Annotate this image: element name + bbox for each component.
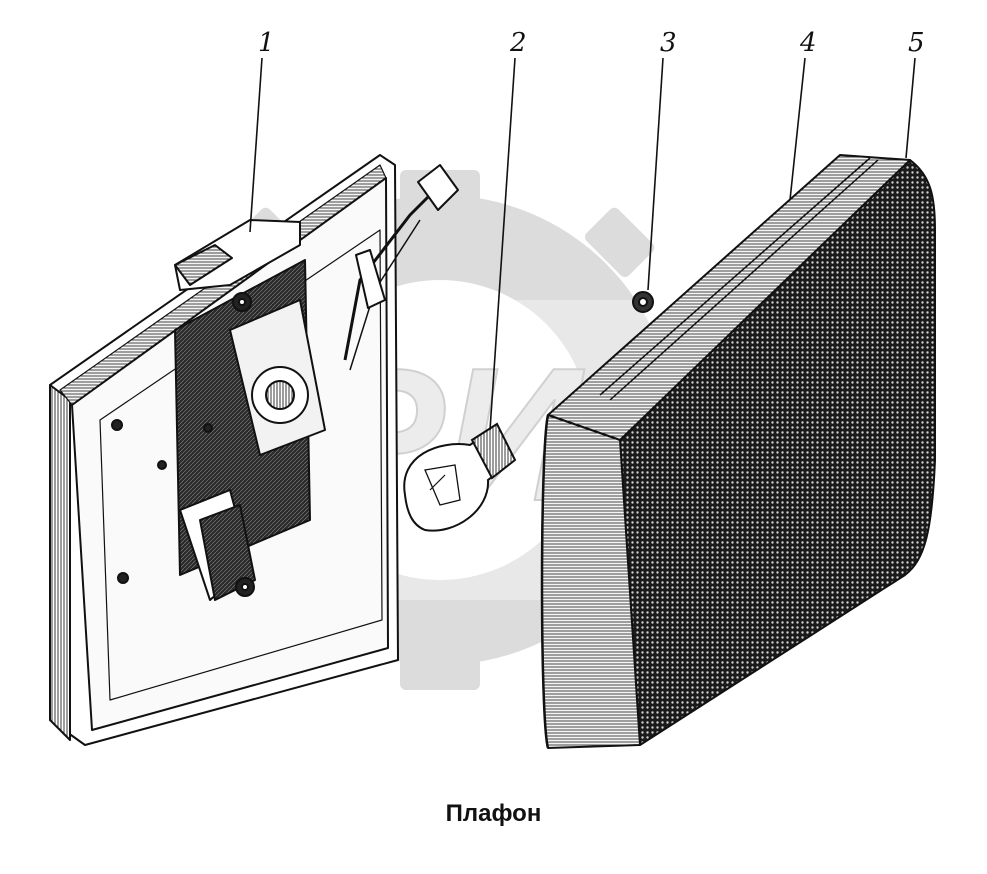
callout-3: 3: [660, 28, 677, 58]
diffuser-part-5: [540, 154, 936, 749]
leader-line-4: [789, 57, 806, 201]
callout-2: 2: [510, 28, 527, 58]
nut-part-3: [632, 291, 654, 313]
callout-1: 1: [258, 28, 275, 58]
leader-line-5: [905, 57, 916, 159]
leader-line-3: [647, 57, 664, 291]
callout-5: 5: [908, 28, 925, 58]
leader-lines: [249, 57, 916, 431]
callout-4: 4: [800, 28, 817, 58]
lamp-bulb-part-2: [403, 422, 517, 532]
seal-part-4: [599, 157, 879, 401]
housing-part-1: [49, 154, 459, 746]
figure-caption: Плафон: [445, 800, 542, 827]
leader-line-2: [489, 57, 516, 431]
leader-line-1: [249, 57, 263, 233]
